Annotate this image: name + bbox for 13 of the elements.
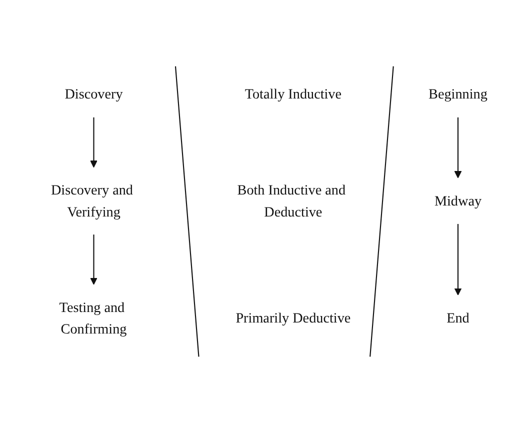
arrow [90,234,98,285]
arrow [454,117,462,178]
node-text: Both Inductive and Deductive [237,182,346,220]
node-text: Discovery [64,86,123,102]
node-text: Totally Inductive [244,86,342,102]
node-text: Testing and Confirming [59,299,127,336]
node-text: End [446,310,470,326]
node-text: Primarily Deductive [236,310,351,326]
arrow [90,117,98,168]
arrow [454,224,462,296]
node-text: Midway [434,192,482,209]
node-text: Beginning [428,86,488,102]
node-text: Discovery and Verifying [50,182,133,220]
